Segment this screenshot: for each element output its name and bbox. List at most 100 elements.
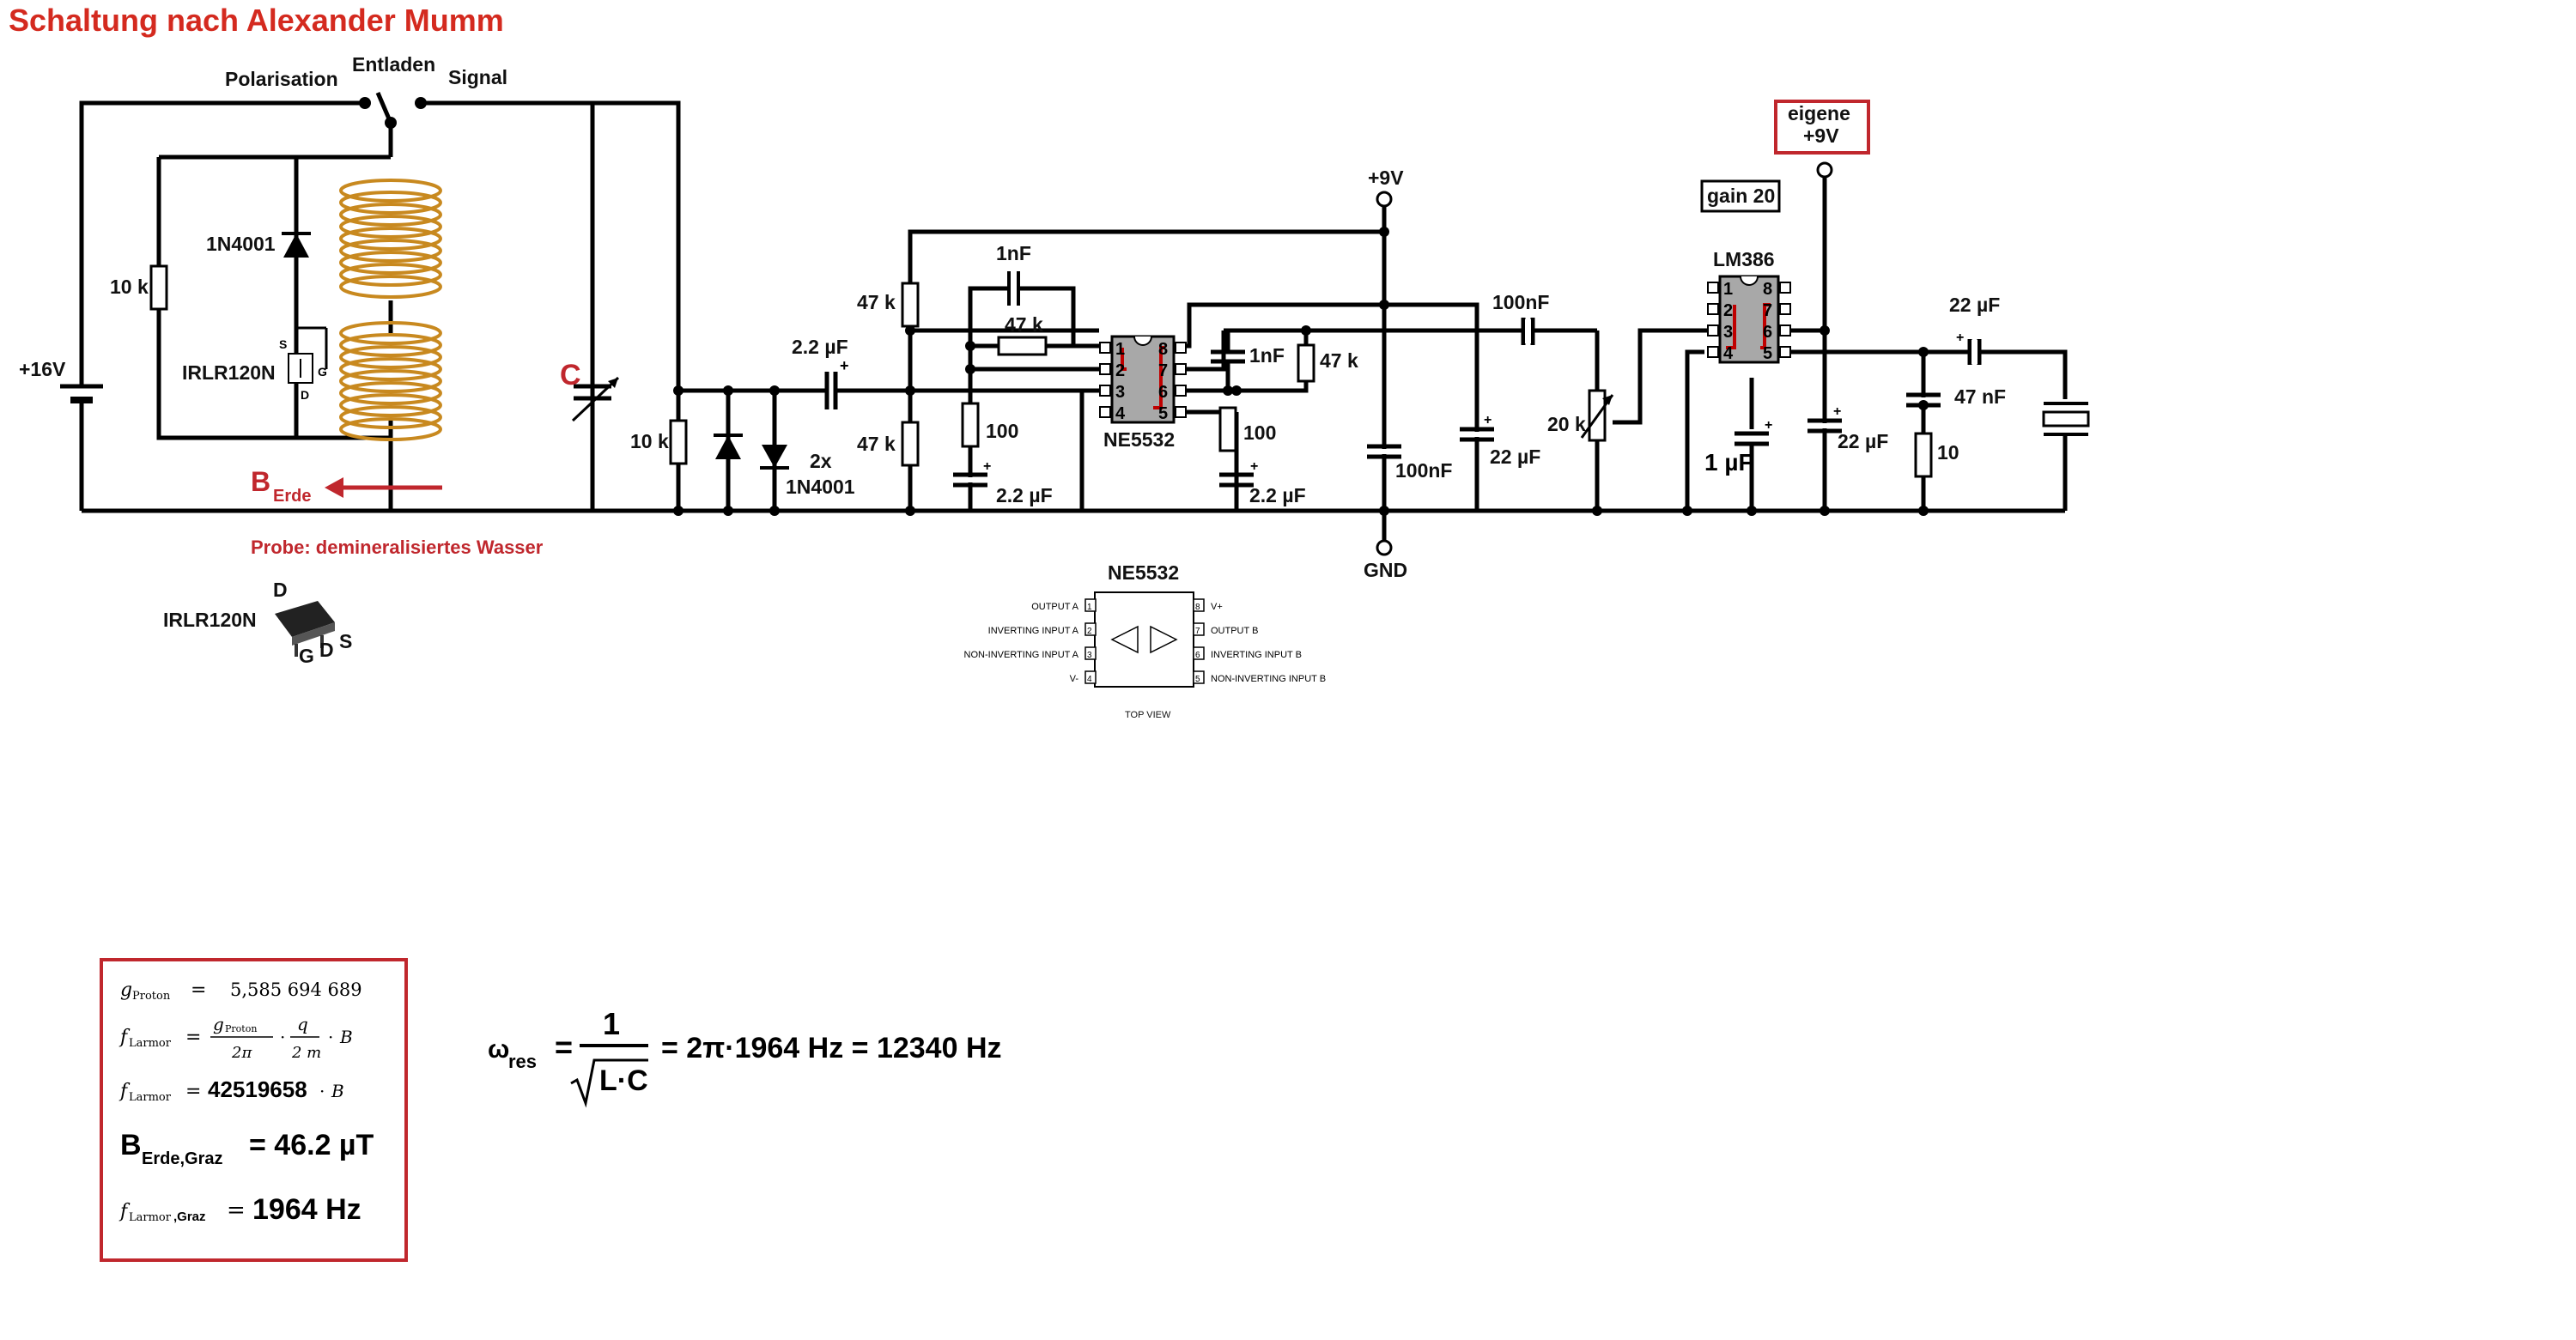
svg-text:+: + xyxy=(1833,404,1841,419)
svg-text:S: S xyxy=(279,337,287,351)
diagram-title: Schaltung nach Alexander Mumm xyxy=(9,3,504,38)
polarisation-coil xyxy=(339,179,442,441)
coil-winding xyxy=(339,263,442,287)
pin-pad xyxy=(1099,342,1111,354)
supply-rail-9v: +9V 100nF + 22 µF GND xyxy=(1364,167,1540,581)
pin-pad xyxy=(1175,363,1187,375)
svg-text:B: B xyxy=(331,1081,344,1101)
b-earth-arrow: B Erde xyxy=(251,466,442,506)
lm386-section: gain 20 eigene +9V LM386 + 1 µF + 22 µF xyxy=(1682,100,2090,516)
pinout-pad xyxy=(1084,622,1097,636)
gain-label: gain 20 xyxy=(1707,185,1775,207)
pin-pad xyxy=(1099,385,1111,397)
svg-text:1N4001: 1N4001 xyxy=(786,476,855,498)
pin-number: 7 xyxy=(1158,361,1168,380)
coil-winding xyxy=(339,179,442,203)
svg-text:+9V: +9V xyxy=(1803,124,1839,147)
pin-number: 1 xyxy=(1115,340,1125,359)
svg-text:1N4001: 1N4001 xyxy=(206,233,276,255)
pin-pad xyxy=(1707,324,1719,337)
svg-text:Erde: Erde xyxy=(273,487,311,506)
left-wires xyxy=(79,100,2065,513)
feedback-network: 1nF 47 k 100 2.2 µF + xyxy=(953,242,1108,511)
svg-text:10: 10 xyxy=(1937,441,1959,464)
svg-text:GND: GND xyxy=(1364,559,1407,581)
pin-number: 6 xyxy=(1158,383,1168,402)
pin-pad xyxy=(1779,282,1791,294)
pin-pad xyxy=(1099,363,1111,375)
probe-label: Probe: demineralisiertes Wasser xyxy=(251,537,544,558)
svg-text:100nF: 100nF xyxy=(1492,291,1549,313)
second-stage: 1nF 47 k 100 2.2 µF + xyxy=(1185,302,1520,511)
svg-text:+9V: +9V xyxy=(1368,167,1404,189)
svg-text:·: · xyxy=(328,1027,333,1047)
pin-pad xyxy=(1707,346,1719,358)
pinout-label: OUTPUT A xyxy=(1031,602,1078,612)
svg-text:47 k: 47 k xyxy=(857,433,896,455)
bias-divider: 47 k 47 k xyxy=(857,229,1384,516)
svg-text:1nF: 1nF xyxy=(996,242,1031,264)
pinout-pin-number: 4 xyxy=(1087,675,1092,684)
pin-pad xyxy=(1779,346,1791,358)
pinout-pin-number: 1 xyxy=(1087,603,1092,612)
pin-pad xyxy=(1779,324,1791,337)
variable-capacitor-c: C xyxy=(560,359,620,422)
svg-text:,Graz: ,Graz xyxy=(173,1210,206,1224)
pinout-pad xyxy=(1084,670,1097,684)
svg-text:·: · xyxy=(319,1081,325,1101)
svg-text:2 m: 2 m xyxy=(291,1044,321,1062)
svg-text:NE5532: NE5532 xyxy=(1108,561,1179,584)
svg-text:g: g xyxy=(120,979,132,1001)
pinout-label: V+ xyxy=(1211,602,1223,612)
pin-number: 5 xyxy=(1158,404,1168,423)
pin-pad xyxy=(1175,385,1187,397)
formula-box: g Proton = 5,585 694 689 f Larmor = g Pr… xyxy=(100,958,408,1262)
svg-text:=: = xyxy=(185,1027,201,1048)
svg-text:+: + xyxy=(1250,459,1258,474)
coil-winding xyxy=(339,191,442,215)
svg-text:=: = xyxy=(227,1198,246,1223)
capacitor-2u2-input: 2.2 µF + xyxy=(792,336,849,412)
selector-switch[interactable] xyxy=(359,92,427,129)
svg-text:47 nF: 47 nF xyxy=(1954,385,2006,408)
svg-text:10 k: 10 k xyxy=(110,276,149,298)
pin-number: 4 xyxy=(1115,404,1126,423)
resistor-10k-a: 10 k xyxy=(110,264,168,311)
svg-text:22 µF: 22 µF xyxy=(1949,294,2000,316)
pin-pad xyxy=(1779,303,1791,315)
pin-number: 8 xyxy=(1158,340,1168,359)
svg-text:+: + xyxy=(1765,418,1772,433)
svg-text:IRLR120N: IRLR120N xyxy=(163,609,257,631)
pinout-label: NON-INVERTING INPUT B xyxy=(1211,674,1326,684)
switch-label-signal: Signal xyxy=(448,66,507,88)
svg-text:100nF: 100nF xyxy=(1395,459,1452,482)
coil-winding xyxy=(339,405,442,429)
svg-text:42519658: 42519658 xyxy=(208,1076,307,1102)
input-protection: 10 k 2x 1N4001 xyxy=(630,385,1099,516)
coil-winding xyxy=(339,369,442,393)
coil-winding xyxy=(339,417,442,441)
pinout-pad xyxy=(1084,598,1097,612)
pin-pad xyxy=(1099,406,1111,418)
svg-text:ω: ω xyxy=(488,1035,509,1064)
pinout-pad xyxy=(1193,646,1205,660)
irlr120n-package: IRLR120N D G D S xyxy=(163,579,352,667)
svg-text:B: B xyxy=(251,466,270,497)
pinout-pin-number: 5 xyxy=(1195,675,1200,684)
pin-pad xyxy=(1175,406,1187,418)
svg-text:100: 100 xyxy=(1243,421,1276,444)
svg-text:Larmor: Larmor xyxy=(129,1091,172,1104)
coil-winding xyxy=(339,215,442,239)
pinout-label: NON-INVERTING INPUT A xyxy=(964,650,1079,660)
svg-text:+: + xyxy=(840,357,849,374)
pin-number: 2 xyxy=(1723,301,1733,320)
pin-number: 3 xyxy=(1723,323,1733,342)
svg-text:22 µF: 22 µF xyxy=(1490,446,1540,468)
svg-text:C: C xyxy=(560,359,581,391)
svg-text:2.2 µF: 2.2 µF xyxy=(1249,484,1306,506)
pinout-pin-number: 8 xyxy=(1195,603,1200,612)
svg-text:=: = xyxy=(555,1029,573,1064)
svg-text:B: B xyxy=(120,1129,142,1161)
